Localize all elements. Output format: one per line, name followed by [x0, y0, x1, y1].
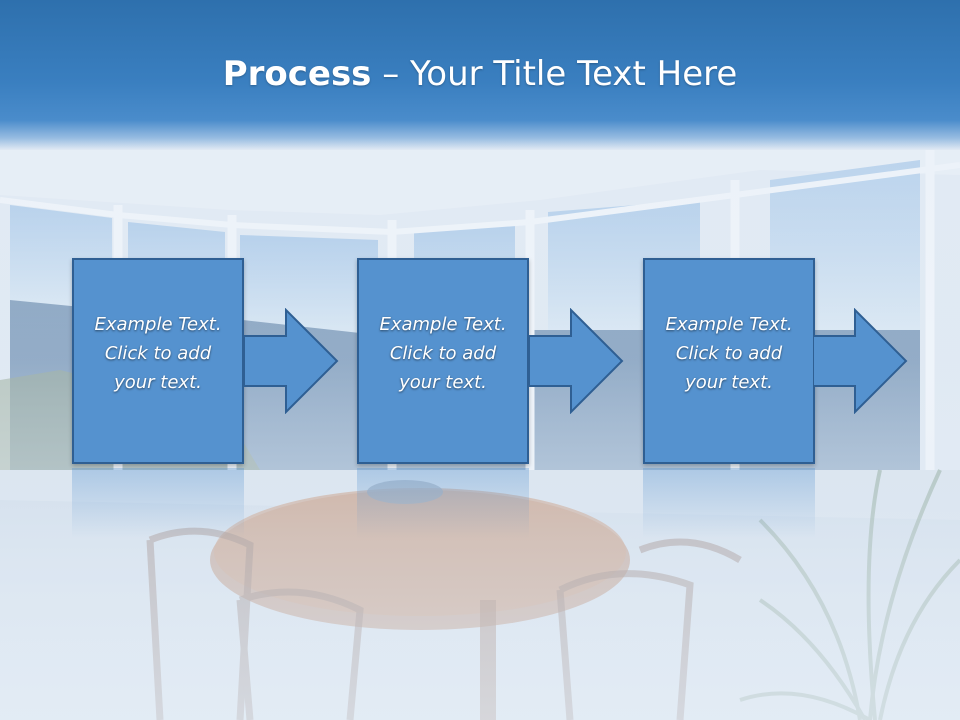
step-2-reflection — [357, 468, 529, 538]
slide-title[interactable]: Process – Your Title Text Here — [0, 52, 960, 96]
step-2-text: Example Text. Click to add your text. — [379, 313, 507, 393]
step-1-box[interactable]: Example Text. Click to add your text. — [72, 258, 244, 464]
step-3-reflection — [643, 468, 815, 538]
arrow-right-icon — [813, 308, 908, 414]
arrow-right-icon — [244, 308, 339, 414]
title-bold: Process — [222, 54, 372, 94]
step-3-text: Example Text. Click to add your text. — [665, 313, 793, 393]
step-1-text: Example Text. Click to add your text. — [94, 313, 222, 393]
step-1-reflection — [72, 468, 244, 538]
title-rest: – Your Title Text Here — [371, 54, 738, 94]
arrow-right-icon — [529, 308, 624, 414]
title-band — [0, 0, 960, 150]
step-2-box[interactable]: Example Text. Click to add your text. — [357, 258, 529, 464]
step-3-box[interactable]: Example Text. Click to add your text. — [643, 258, 815, 464]
